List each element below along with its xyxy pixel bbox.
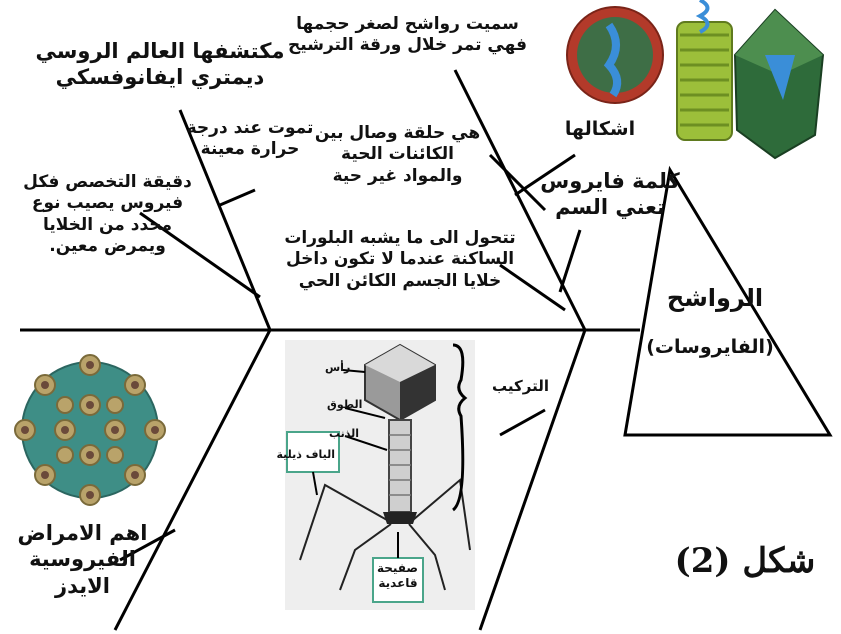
crystals-line-2: الساكنة عندما لا تكون داخل xyxy=(275,249,525,270)
helical-virus-rings xyxy=(680,35,729,125)
word-meaning-line-2: تعني السم xyxy=(535,194,685,220)
die-temperature-label: تموت عند درجة حرارة معينة xyxy=(175,118,325,161)
base-plate-line-2: قاعدية xyxy=(378,576,418,591)
sub-structure xyxy=(500,410,545,435)
specialization-line-4: ويمرض معين. xyxy=(5,236,210,257)
phage-tail-label: الذنب xyxy=(329,427,359,441)
crystals-line-3: خلايا الجسم الكائن الحي xyxy=(275,271,525,292)
diseases-line-2: الفيروسية xyxy=(0,546,165,572)
naming-line-2: فهي تمر خلال ورقة الترشيح xyxy=(280,35,535,56)
phage-head-label: رأس xyxy=(325,361,350,375)
bone-structure xyxy=(480,330,585,630)
specialization-line-2: فيروس يصيب نوع xyxy=(5,193,210,214)
shapes-label: اشكالها xyxy=(560,118,640,142)
discoverer-line-2: ديمتري ايفانوفسكي xyxy=(30,64,290,90)
structure-label: التركيب xyxy=(483,377,558,396)
specialization-line-3: محدد من الخلايا xyxy=(5,215,210,236)
phage-tail-icon xyxy=(389,420,411,512)
crystals-line-1: تتحول الى ما يشبه البلورات xyxy=(275,228,525,249)
phage-tail-fibers-label: الياف ذيلية xyxy=(293,448,335,462)
diseases-line-1: اهم الامراض xyxy=(0,520,165,546)
discoverer-line-1: مكتشفها العالم الروسي xyxy=(30,38,290,64)
die-temp-line-1: تموت عند درجة xyxy=(175,118,325,139)
die-temp-line-2: حرارة معينة xyxy=(175,139,325,160)
specialization-line-1: دقيقة التخصص فكل xyxy=(5,172,210,193)
phage-base-plate-icon xyxy=(383,512,417,524)
head-subtitle: (الفايروسات) xyxy=(640,336,780,360)
crystals-label: تتحول الى ما يشبه البلورات الساكنة عندما… xyxy=(275,228,525,292)
specialization-label: دقيقة التخصص فكل فيروس يصيب نوع محدد من … xyxy=(5,172,210,257)
word-meaning-label: كلمة فايروس تعني السم xyxy=(535,168,685,221)
naming-reason-label: سميت رواشح لصغر حجمها فهي تمر خلال ورقة … xyxy=(280,14,535,57)
diseases-label: اهم الامراض الفيروسية الايدز xyxy=(0,520,165,599)
link-line-1: هي حلقة وصال بين xyxy=(305,123,490,144)
link-line-3: والمواد غير حية xyxy=(305,166,490,187)
diseases-line-3: الايدز xyxy=(0,573,165,599)
figure-label: شكل (2) xyxy=(660,540,830,583)
sub-word-meaning xyxy=(560,230,580,292)
discoverer-label: مكتشفها العالم الروسي ديمتري ايفانوفسكي xyxy=(30,38,290,91)
aids-virus-image xyxy=(5,345,175,515)
head-title: الرواشح xyxy=(640,283,790,313)
base-plate-line-1: صفيحة xyxy=(378,561,418,576)
phage-base-plate-label: صفيحة قاعدية xyxy=(378,561,418,591)
link-label: هي حلقة وصال بين الكائنات الحية والمواد … xyxy=(305,123,490,187)
phage-collar-label: الطوق xyxy=(327,398,362,412)
word-meaning-line-1: كلمة فايروس xyxy=(535,168,685,194)
sub-die-temp xyxy=(220,190,255,205)
naming-line-1: سميت رواشح لصغر حجمها xyxy=(280,14,535,35)
link-line-2: الكائنات الحية xyxy=(305,144,490,165)
